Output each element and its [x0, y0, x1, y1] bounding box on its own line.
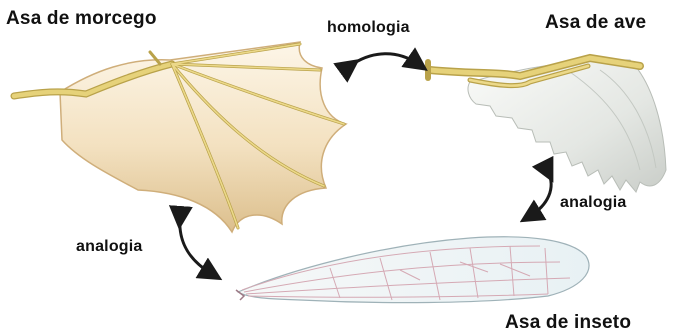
insect-wing	[236, 237, 589, 303]
bird-wing-label: Asa de ave	[545, 12, 646, 34]
bird-wing-feathers	[468, 60, 666, 192]
insect-wing-membrane	[238, 237, 589, 303]
analogy-arrow-left	[180, 218, 212, 274]
analogy-arrow-right	[530, 172, 551, 216]
insect-wing-label: Asa de inseto	[505, 312, 631, 334]
bird-wing	[428, 58, 666, 192]
homology-arrow	[350, 54, 418, 66]
bat-wing	[14, 42, 346, 232]
bat-wing-label: Asa de morcego	[6, 8, 157, 30]
homology-label: homologia	[327, 19, 410, 37]
analogy-label-right: analogia	[560, 194, 627, 212]
analogy-label-left: analogia	[76, 238, 143, 256]
